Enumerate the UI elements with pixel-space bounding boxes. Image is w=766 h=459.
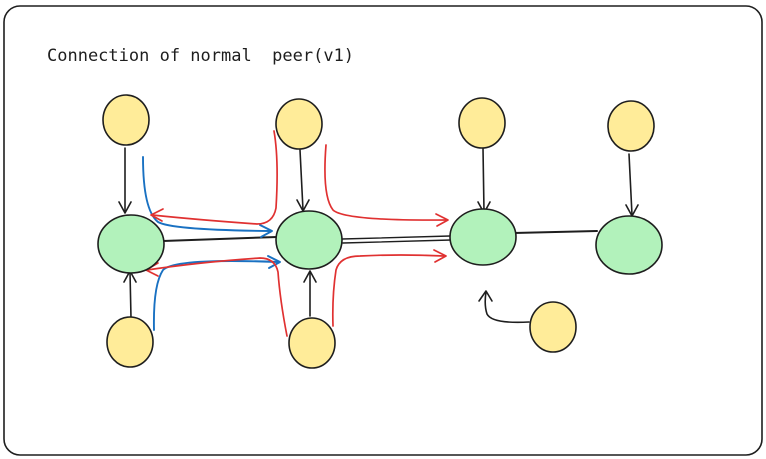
yellow-peer-1 xyxy=(102,94,150,146)
green-peer-2 xyxy=(275,210,343,270)
yellow-peer-6 xyxy=(288,317,336,369)
link-green3-green4 xyxy=(513,230,598,234)
diagram-frame xyxy=(3,5,763,456)
yellow-peer-2 xyxy=(275,98,323,150)
link-green1-green2 xyxy=(162,236,278,242)
green-peer-1 xyxy=(97,214,165,274)
green-peer-4 xyxy=(595,215,663,275)
red-flow-top-right xyxy=(324,144,449,227)
diagram-title: Connection of normal peer(v1) xyxy=(47,46,354,66)
yellow-peer-4 xyxy=(607,100,655,152)
arrow-y7-toward-g3 xyxy=(478,290,530,324)
link-green2-green3-a xyxy=(341,235,451,240)
green-peer-3 xyxy=(449,208,517,266)
red-flow-bottom-right xyxy=(331,249,447,327)
arrow-y1-to-g1 xyxy=(118,147,132,214)
red-flow-top-left xyxy=(150,130,278,225)
arrow-y6-to-g2 xyxy=(303,270,317,317)
yellow-peer-3 xyxy=(458,97,506,149)
yellow-peer-5 xyxy=(106,316,154,368)
blue-flow-top xyxy=(142,156,273,238)
link-green2-green3-b xyxy=(342,239,452,244)
yellow-peer-7 xyxy=(529,301,577,353)
